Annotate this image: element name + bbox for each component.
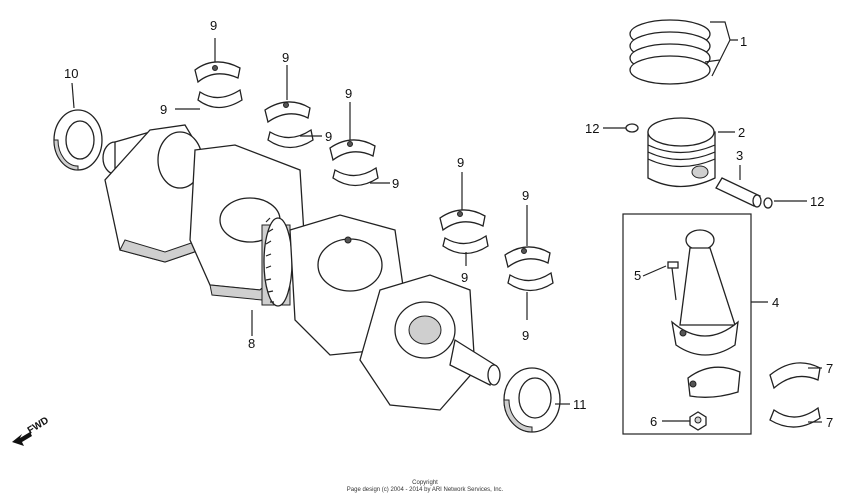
rod-bearing-upper[interactable]: [769, 362, 821, 390]
forward-direction-indicator: FWD: [12, 415, 51, 446]
piston-ring-set[interactable]: [629, 19, 711, 85]
fwd-arrow-icon: [12, 432, 32, 446]
callout-1: 1: [740, 34, 747, 49]
callout-5: 5: [634, 268, 641, 283]
crankshaft[interactable]: [102, 124, 501, 411]
rod-bearing-lower[interactable]: [769, 406, 821, 428]
callout-9-h: 9: [461, 270, 468, 285]
callout-2: 2: [738, 125, 745, 140]
callout-11: 11: [573, 397, 587, 412]
callout-9-a: 9: [210, 18, 217, 33]
callout-9-c: 9: [282, 50, 289, 65]
piston[interactable]: [647, 117, 716, 188]
callout-9-j: 9: [522, 328, 529, 343]
connecting-rod-box: [622, 213, 752, 435]
main-bearing-pair-1[interactable]: [194, 61, 243, 109]
callout-9-e: 9: [345, 86, 352, 101]
main-bearing-pair-2[interactable]: [264, 101, 314, 149]
callout-9-g: 9: [457, 155, 464, 170]
main-bearing-pair-5[interactable]: [504, 246, 554, 292]
main-bearing-pair-4[interactable]: [439, 209, 489, 255]
copyright-line-2: Page design (c) 2004 - 2014 by ARI Netwo…: [346, 487, 504, 493]
callout-6: 6: [650, 414, 657, 429]
main-bearing-pair-3[interactable]: [329, 139, 379, 187]
timing-gear: [263, 217, 293, 307]
callout-8: 8: [248, 336, 255, 351]
rod-nut[interactable]: [689, 411, 707, 431]
callout-9-f: 9: [392, 176, 399, 191]
callout-9-i: 9: [522, 188, 529, 203]
parts-diagram: 1 2 3 12 12 4 5 6 7 7 8 10 11 9 9 9 9 9 …: [53, 18, 833, 435]
fwd-label: FWD: [26, 415, 51, 436]
callout-7-upper: 7: [826, 361, 833, 376]
callout-4: 4: [772, 295, 779, 310]
callout-12-left: 12: [585, 121, 599, 136]
rod-bolt[interactable]: [667, 261, 679, 301]
rod-cap[interactable]: [687, 366, 741, 398]
callout-9-d: 9: [325, 129, 332, 144]
oil-seal-rear[interactable]: [503, 367, 561, 433]
copyright-notice: Copyright Page design (c) 2004 - 2014 by…: [0, 480, 850, 494]
pin-clip-left[interactable]: [625, 123, 639, 133]
piston-pin[interactable]: [715, 177, 762, 208]
oil-seal-front[interactable]: [53, 109, 103, 171]
callout-10: 10: [64, 66, 78, 81]
callout-9-b: 9: [160, 102, 167, 117]
copyright-line-1: Copyright: [412, 480, 438, 486]
leader-lines: [71, 21, 822, 423]
callout-7-lower: 7: [826, 415, 833, 430]
pin-clip-right[interactable]: [763, 197, 773, 209]
callout-12-right: 12: [810, 194, 824, 209]
connecting-rod[interactable]: [671, 229, 739, 356]
callout-3: 3: [736, 148, 743, 163]
callout-labels: 1 2 3 12 12 4 5 6 7 7 8 10 11 9 9 9 9 9 …: [64, 18, 833, 430]
